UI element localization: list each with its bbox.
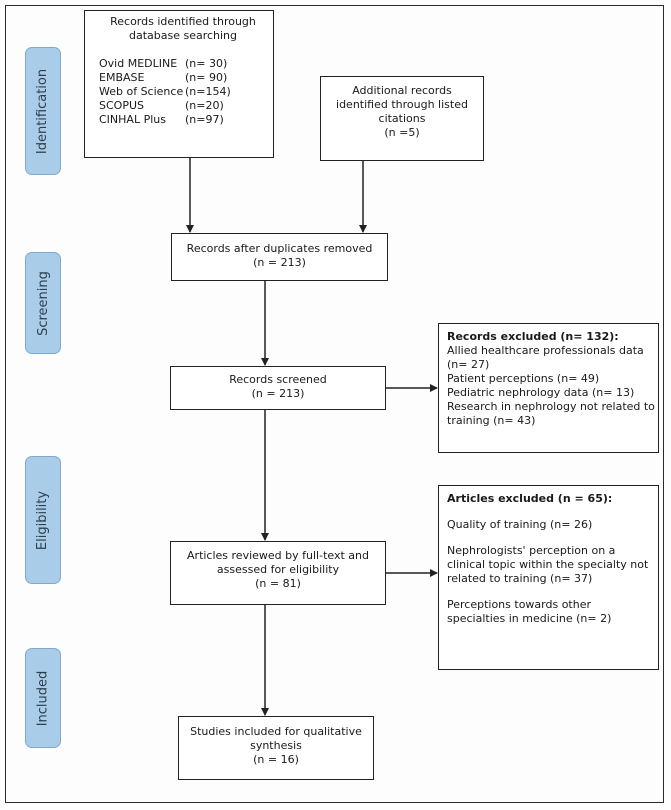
- source-count: (n= 90): [185, 71, 228, 84]
- source-name: Ovid MEDLINE: [99, 57, 178, 70]
- included-studies-box: Studies included for qualitative synthes…: [178, 716, 374, 780]
- source-row: SCOPUS (n=20): [99, 99, 267, 113]
- fulltext-review-box: Articles reviewed by full-text and asses…: [170, 541, 386, 605]
- screened-line1: Records screened: [229, 373, 327, 386]
- excluded-item: (n= 27): [447, 358, 490, 371]
- excluded-item: Pediatric nephrology data (n= 13): [447, 386, 635, 399]
- excluded-item: training (n= 43): [447, 414, 536, 427]
- records-screened-box: Records screened (n = 213): [170, 366, 386, 410]
- source-count: (n=20): [185, 99, 224, 112]
- duplicates-removed-box: Records after duplicates removed (n = 21…: [171, 233, 388, 281]
- stage-identification: Identification: [25, 47, 61, 175]
- additional-records-box: Additional records identified through li…: [320, 76, 484, 161]
- source-row: Ovid MEDLINE (n= 30): [99, 57, 267, 71]
- excluded-article-item: Perceptions towards other: [447, 598, 592, 611]
- excluded-article-item: Nephrologists' perception on a: [447, 544, 616, 557]
- duplicates-line2: (n = 213): [253, 256, 306, 269]
- source-row: Web of Science(n=154): [99, 85, 267, 99]
- database-title-line1: Records identified through: [110, 15, 256, 28]
- source-count: (n=154): [185, 85, 231, 98]
- excluded-article-item: Quality of training (n= 26): [447, 518, 593, 531]
- included-line3: (n = 16): [253, 753, 299, 766]
- included-line2: synthesis: [250, 739, 302, 752]
- database-title-line2: database searching: [128, 29, 238, 42]
- articles-excluded-title: Articles excluded (n = 65):: [447, 492, 613, 505]
- stage-eligibility: Eligibility: [25, 456, 61, 584]
- source-row: EMBASE (n= 90): [99, 71, 267, 85]
- additional-line2: identified through listed: [336, 98, 468, 111]
- screened-line2: (n = 213): [251, 387, 305, 400]
- included-line1: Studies included for qualitative: [190, 725, 362, 738]
- additional-line3: citations: [378, 112, 426, 125]
- fulltext-line1: Articles reviewed by full-text and: [187, 549, 369, 562]
- stage-screening: Screening: [25, 252, 61, 354]
- source-row: CINHAL Plus (n=97): [99, 113, 267, 127]
- excluded-article-item: specialties in medicine (n= 2): [447, 612, 612, 625]
- diagram-frame: [5, 5, 664, 803]
- source-count: (n= 30): [185, 57, 228, 70]
- records-excluded-title: Records excluded (n= 132):: [447, 330, 619, 343]
- source-name: EMBASE: [99, 71, 145, 84]
- stage-included: Included: [25, 648, 61, 748]
- additional-line4: (n =5): [384, 126, 420, 139]
- source-count: (n=97): [185, 113, 224, 126]
- excluded-item: Allied healthcare professionals data: [447, 344, 644, 357]
- excluded-article-item: clinical topic within the specialty not: [447, 558, 649, 571]
- duplicates-line1: Records after duplicates removed: [186, 242, 373, 255]
- source-name: Web of Science: [99, 85, 184, 98]
- database-records-box: Records identified through database sear…: [84, 10, 274, 158]
- excluded-article-item: related to training (n= 37): [447, 572, 593, 585]
- fulltext-line3: (n = 81): [255, 577, 301, 590]
- fulltext-line2: assessed for eligibility: [216, 563, 340, 576]
- records-excluded-box: Records excluded (n= 132): Allied health…: [438, 323, 659, 453]
- excluded-item: Research in nephrology not related to: [447, 400, 655, 413]
- articles-excluded-box: Articles excluded (n = 65): Quality of t…: [438, 485, 659, 670]
- excluded-item: Patient perceptions (n= 49): [447, 372, 600, 385]
- additional-line1: Additional records: [352, 84, 452, 97]
- source-name: SCOPUS: [99, 99, 144, 112]
- source-name: CINHAL Plus: [99, 113, 166, 126]
